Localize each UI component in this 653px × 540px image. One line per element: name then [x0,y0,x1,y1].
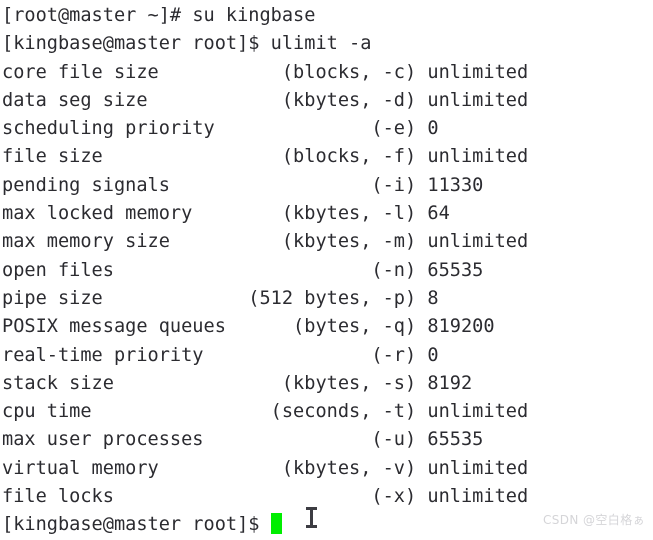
ulimit-value: 65535 [416,429,484,451]
ulimit-unit-flag: (kbytes, -v) [248,457,417,479]
ulimit-unit-flag: (-x) [248,486,417,508]
ulimit-row: max memory size (kbytes, -m) unlimited [2,228,653,256]
ulimit-unit-flag: (blocks, -f) [248,146,417,168]
ulimit-resource-name: open files [2,259,249,281]
shell-command: su kingbase [192,5,316,26]
ulimit-unit-flag: (-u) [248,429,417,451]
ulimit-resource-name: pending signals [2,174,249,196]
ulimit-resource-name: core file size [2,61,249,83]
ulimit-value: unlimited [416,231,529,253]
ulimit-row: file size (blocks, -f) unlimited [2,143,653,171]
text-cursor [270,513,283,535]
ulimit-resource-name: file locks [2,486,249,508]
ulimit-row: scheduling priority (-e) 0 [2,115,653,143]
ulimit-resource-name: pipe size [2,287,249,309]
csdn-watermark: CSDN @空白格ぁ [542,513,645,527]
ulimit-value: unlimited [416,146,529,168]
ulimit-resource-name: data seg size [2,89,249,111]
ulimit-unit-flag: (kbytes, -l) [248,203,417,225]
ulimit-value: 11330 [416,174,484,196]
ulimit-unit-flag: (kbytes, -d) [248,89,417,111]
ulimit-row: data seg size (kbytes, -d) unlimited [2,87,653,115]
ulimit-value: unlimited [416,401,529,423]
ulimit-unit-flag: (bytes, -q) [248,316,417,338]
ulimit-value: 819200 [416,316,495,338]
ulimit-resource-name: virtual memory [2,457,249,479]
ulimit-unit-flag: (kbytes, -s) [248,372,417,394]
ulimit-unit-flag: (-n) [248,259,417,281]
ulimit-value: 8 [416,287,439,309]
final-prompt-line: [kingbase@master root]$ [2,511,653,539]
ulimit-row: stack size (kbytes, -s) 8192 [2,370,653,398]
ulimit-value: unlimited [416,486,529,508]
ulimit-resource-name: stack size [2,372,249,394]
ulimit-unit-flag: (kbytes, -m) [248,231,417,253]
command-line: [root@master ~]# su kingbase [2,2,653,30]
command-line: [kingbase@master root]$ ulimit -a [2,30,653,58]
ulimit-unit-flag: (seconds, -t) [248,401,417,423]
ulimit-resource-name: file size [2,146,249,168]
ulimit-resource-name: real-time priority [2,344,249,366]
shell-prompt: [root@master ~]# [2,5,193,26]
ulimit-row: open files (-n) 65535 [2,257,653,285]
ulimit-row: max locked memory (kbytes, -l) 64 [2,200,653,228]
ulimit-row: pipe size (512 bytes, -p) 8 [2,285,653,313]
ulimit-row: max user processes (-u) 65535 [2,426,653,454]
terminal-session-top: [root@master ~]# su kingbase[kingbase@ma… [2,2,653,59]
ulimit-unit-flag: (512 bytes, -p) [248,287,417,309]
ulimit-resource-name: POSIX message queues [2,316,249,338]
ulimit-value: 65535 [416,259,484,281]
ulimit-value: 0 [416,118,439,140]
ulimit-unit-flag: (-i) [248,174,417,196]
final-prompt-text: [kingbase@master root]$ [2,514,271,536]
ulimit-unit-flag: (blocks, -c) [248,61,417,83]
ulimit-row: pending signals (-i) 11330 [2,172,653,200]
ulimit-row: cpu time (seconds, -t) unlimited [2,398,653,426]
ulimit-value: 8192 [416,372,473,394]
shell-command: ulimit -a [270,33,372,55]
ulimit-row: real-time priority (-r) 0 [2,342,653,370]
ulimit-row: file locks (-x) unlimited [2,483,653,511]
ulimit-value: unlimited [416,61,529,83]
ulimit-value: unlimited [416,457,529,479]
ulimit-resource-name: max memory size [2,231,249,253]
ulimit-unit-flag: (-r) [248,344,417,366]
ulimit-value: 0 [416,344,439,366]
ulimit-value: 64 [416,203,450,225]
ulimit-value: unlimited [416,89,529,111]
ulimit-unit-flag: (-e) [248,118,417,140]
ulimit-resource-name: max locked memory [2,203,249,225]
ulimit-resource-name: scheduling priority [2,118,249,140]
ulimit-resource-name: cpu time [2,401,249,423]
ulimit-resource-name: max user processes [2,429,249,451]
shell-prompt: [kingbase@master root]$ [2,33,271,55]
ulimit-row: core file size (blocks, -c) unlimited [2,59,653,87]
ulimit-row: POSIX message queues (bytes, -q) 819200 [2,313,653,341]
ulimit-row: virtual memory (kbytes, -v) unlimited [2,455,653,483]
